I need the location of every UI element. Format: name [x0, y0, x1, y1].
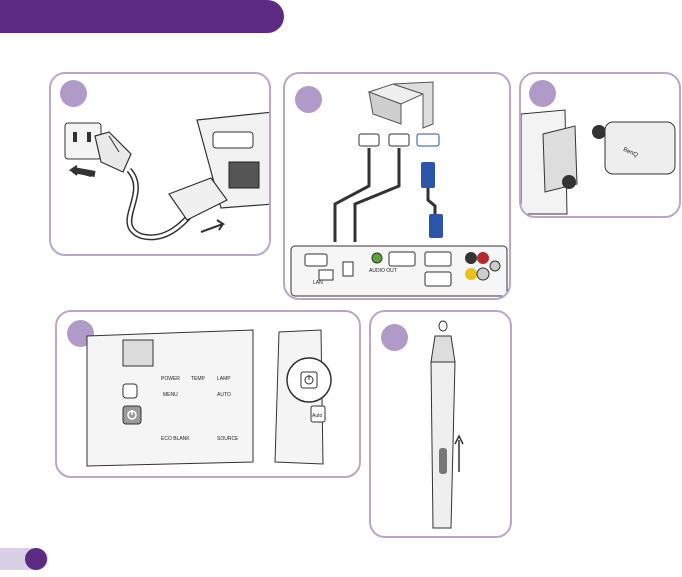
computer-icon	[369, 82, 433, 128]
step-panel-power-on: POWER TEMP LAMP MENU AUTO SOURCE ECO BLA…	[55, 310, 361, 478]
lan-label: LAN	[313, 280, 323, 286]
audio-out-label: AUDIO OUT	[369, 268, 397, 274]
step-panel-pen	[369, 310, 512, 538]
auto-button-label: AUTO	[217, 392, 231, 398]
cover-illustration: BenQ	[521, 74, 681, 218]
pen-illustration	[371, 312, 512, 538]
step-panel-cover: BenQ	[519, 72, 681, 218]
page-number-dot	[25, 548, 47, 570]
menu-button-label: MENU	[163, 392, 178, 398]
pen-icon	[431, 321, 455, 528]
power-plug-icon	[95, 132, 131, 172]
remote-auto-label: Auto	[312, 413, 323, 419]
power-cord-illustration	[51, 74, 271, 256]
step-panel-power-cord	[49, 72, 271, 256]
temp-label: TEMP	[191, 376, 206, 382]
eco-blank-button-label: ECO BLANK	[161, 436, 190, 442]
connections-illustration: LAN AUDIO OUT	[285, 74, 511, 300]
chapter-header-bar	[0, 0, 284, 33]
power-label: POWER	[161, 376, 180, 382]
power-on-illustration: POWER TEMP LAMP MENU AUTO SOURCE ECO BLA…	[57, 312, 361, 478]
arrow-up-icon	[455, 436, 463, 472]
source-button-label: SOURCE	[217, 436, 239, 442]
step-panel-connections: LAN AUDIO OUT	[283, 72, 511, 300]
lamp-label: LAMP	[217, 376, 231, 382]
